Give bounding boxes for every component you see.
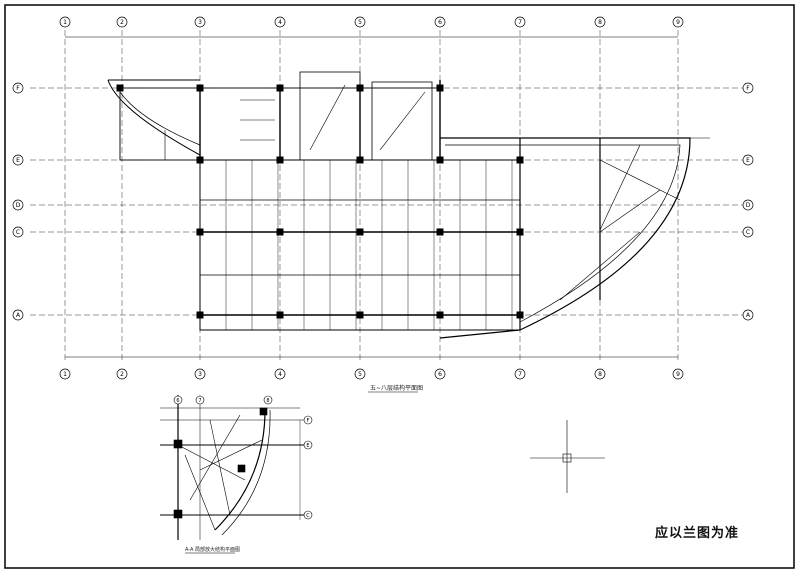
- column: [516, 311, 524, 319]
- left-axis-bubble: E: [12, 154, 24, 166]
- svg-text:8: 8: [266, 398, 269, 404]
- detail-plan-caption: A-A 局部放大结构平面图: [185, 547, 241, 553]
- svg-text:E: E: [746, 157, 750, 164]
- svg-text:1: 1: [63, 19, 67, 26]
- svg-text:E: E: [16, 157, 20, 164]
- column: [196, 84, 204, 92]
- svg-text:6: 6: [438, 19, 442, 26]
- bottom-axis-bubble: 6: [434, 368, 446, 380]
- svg-text:3: 3: [198, 371, 202, 378]
- top-axis-bubble: 7: [514, 16, 526, 28]
- right-axis-bubble: F: [742, 82, 754, 94]
- svg-text:F: F: [16, 85, 20, 92]
- bottom-axis-bubble: 8: [594, 368, 606, 380]
- column: [276, 156, 284, 164]
- svg-text:D: D: [16, 202, 21, 209]
- right-axis-bubble: D: [742, 199, 754, 211]
- bottom-axis-bubble: 1: [59, 368, 71, 380]
- column: [356, 84, 364, 92]
- left-axis-bubble: F: [12, 82, 24, 94]
- svg-text:A: A: [16, 312, 21, 319]
- bottom-axis-bubble: 5: [354, 368, 366, 380]
- svg-text:F: F: [307, 418, 310, 424]
- svg-text:F: F: [746, 85, 750, 92]
- top-axis-bubble: 4: [274, 16, 286, 28]
- svg-text:6: 6: [438, 371, 442, 378]
- column: [516, 156, 524, 164]
- svg-text:6: 6: [176, 398, 179, 404]
- detail-plan: [160, 395, 310, 554]
- svg-text:D: D: [746, 202, 751, 209]
- svg-text:2: 2: [120, 371, 124, 378]
- bottom-axis-bubble: 2: [116, 368, 128, 380]
- column: [276, 228, 284, 236]
- svg-text:3: 3: [198, 19, 202, 26]
- svg-text:8: 8: [598, 19, 602, 26]
- svg-text:4: 4: [278, 371, 282, 378]
- top-axis-bubble: 1: [59, 16, 71, 28]
- right-axis-bubble: C: [742, 226, 754, 238]
- svg-text:1: 1: [63, 371, 67, 378]
- left-axis-bubble: D: [12, 199, 24, 211]
- right-axis-bubble: E: [742, 154, 754, 166]
- svg-text:C: C: [306, 513, 310, 519]
- column: [356, 311, 364, 319]
- bottom-axis-bubble: 7: [514, 368, 526, 380]
- detail-axis-bubble: C: [303, 510, 313, 520]
- top-axis-bubble: 8: [594, 16, 606, 28]
- svg-text:9: 9: [676, 19, 680, 26]
- column: [276, 311, 284, 319]
- top-axis-bubble: 2: [116, 16, 128, 28]
- column: [436, 156, 444, 164]
- column: [356, 228, 364, 236]
- svg-text:4: 4: [278, 19, 282, 26]
- top-axis-bubble: 9: [672, 16, 684, 28]
- bottom-axis-bubble: 4: [274, 368, 286, 380]
- detail-axis-bubble: 7: [195, 395, 205, 405]
- drawing-note: 应以兰图为准: [655, 526, 740, 541]
- svg-text:8: 8: [598, 371, 602, 378]
- sheet-border: [4, 4, 795, 569]
- top-axis-bubble: 3: [194, 16, 206, 28]
- svg-text:7: 7: [518, 371, 522, 378]
- column: [116, 84, 124, 92]
- top-axis-bubble: 5: [354, 16, 366, 28]
- left-axis-bubble: C: [12, 226, 24, 238]
- svg-text:A: A: [746, 312, 751, 319]
- column: [516, 228, 524, 236]
- column: [436, 84, 444, 92]
- right-axis-bubble: A: [742, 309, 754, 321]
- detail-axis-bubble: F: [303, 415, 313, 425]
- bottom-axis-bubble: 9: [672, 368, 684, 380]
- detail-axis-bubble: E: [303, 440, 313, 450]
- svg-text:5: 5: [358, 371, 362, 378]
- main-floor-plan: [30, 30, 745, 362]
- svg-text:5: 5: [358, 19, 362, 26]
- column: [356, 156, 364, 164]
- top-axis-bubble: 6: [434, 16, 446, 28]
- column: [436, 228, 444, 236]
- svg-text:2: 2: [120, 19, 124, 26]
- bottom-axis-bubble: 3: [194, 368, 206, 380]
- svg-text:7: 7: [518, 19, 522, 26]
- svg-text:C: C: [16, 229, 20, 236]
- left-axis-bubble: A: [12, 309, 24, 321]
- svg-text:E: E: [306, 443, 309, 449]
- svg-text:7: 7: [198, 398, 201, 404]
- column: [436, 311, 444, 319]
- detail-axis-bubble: 8: [263, 395, 273, 405]
- svg-text:9: 9: [676, 371, 680, 378]
- main-plan-caption: 五~八层结构平面图: [370, 385, 424, 392]
- detail-axis-bubble: 6: [173, 395, 183, 405]
- column: [276, 84, 284, 92]
- svg-text:C: C: [746, 229, 750, 236]
- crosshair-mark: [530, 420, 605, 493]
